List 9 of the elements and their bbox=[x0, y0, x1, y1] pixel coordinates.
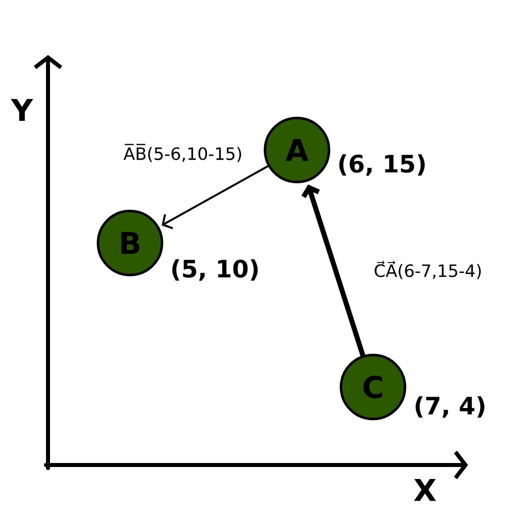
edge-label: C⃗A⃗(6-7,15-4) bbox=[374, 260, 481, 280]
coordinate-label: (6, 15) bbox=[339, 154, 425, 176]
coordinate-label: (5, 10) bbox=[172, 259, 258, 281]
arrow bbox=[301, 184, 366, 356]
axis-label: X bbox=[414, 479, 436, 501]
coordinate-label: (7, 4) bbox=[416, 396, 484, 418]
arrow bbox=[162, 165, 268, 230]
edge-label: A̅B̅(5-6,10-15) bbox=[124, 144, 242, 162]
axis-label: Y bbox=[10, 99, 34, 121]
